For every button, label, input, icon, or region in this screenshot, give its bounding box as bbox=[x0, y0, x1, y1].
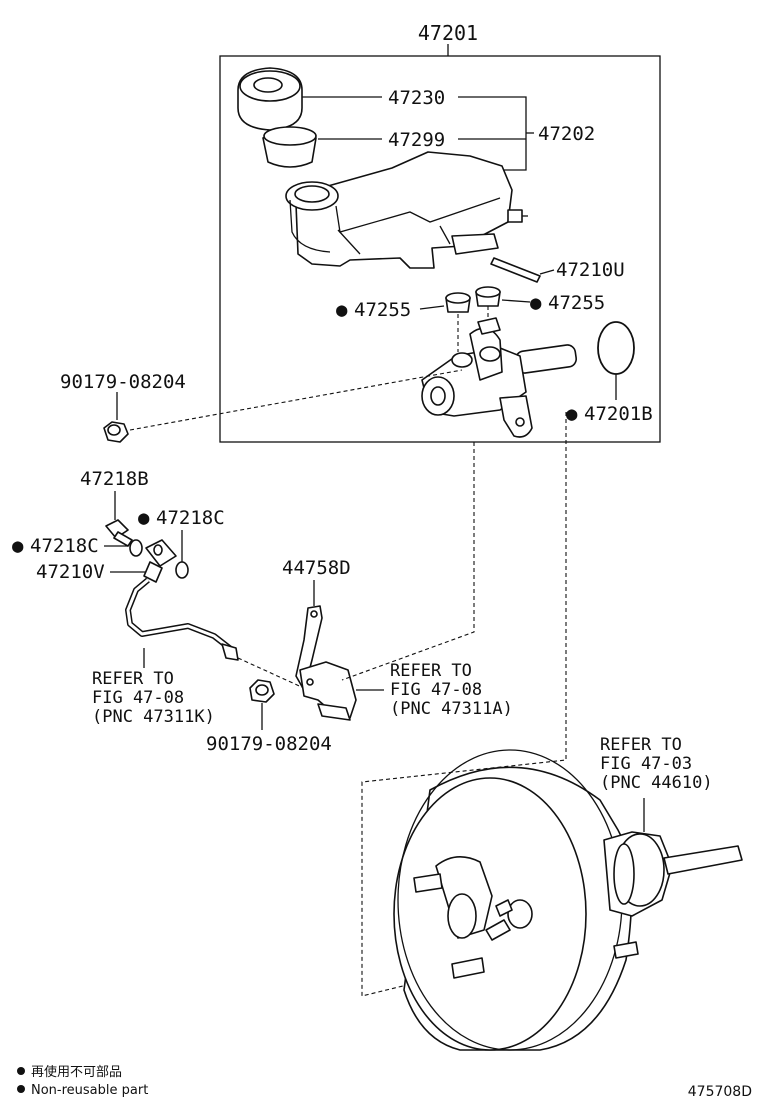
label-90179-bottom: 90179-08204 bbox=[206, 733, 332, 755]
ref-44610-line2: FIG 47-03 bbox=[600, 754, 692, 774]
nut-bottom-part bbox=[249, 679, 275, 703]
ref-47311K-line2: FIG 47-08 bbox=[92, 688, 184, 708]
ref-47311K-line3: (PNC 47311K) bbox=[92, 707, 215, 727]
grommet-right-part bbox=[475, 286, 501, 307]
label-47255-right: 47255 bbox=[548, 292, 605, 314]
reservoir-tank-part bbox=[285, 151, 528, 269]
figure-code: 475708D bbox=[688, 1084, 752, 1100]
legend-dot-en bbox=[17, 1085, 25, 1093]
union-bolt-part bbox=[105, 519, 133, 547]
legend-en: Non-reusable part bbox=[31, 1083, 148, 1098]
label-47210U: 47210U bbox=[556, 259, 625, 281]
label-90179-top: 90179-08204 bbox=[60, 371, 186, 393]
non-reusable-mark-47201B: ● bbox=[566, 403, 578, 425]
label-47299: 47299 bbox=[388, 129, 445, 151]
legend-jp: 再使用不可部品 bbox=[31, 1064, 122, 1080]
label-47218C-right: 47218C bbox=[156, 507, 225, 529]
label-47201B: 47201B bbox=[584, 403, 653, 425]
ref-47311K-line1: REFER TO bbox=[92, 669, 174, 689]
legend-dot-jp bbox=[17, 1067, 25, 1075]
label-44758D: 44758D bbox=[282, 557, 351, 579]
label-47202: 47202 bbox=[538, 123, 595, 145]
ref-44610-line1: REFER TO bbox=[600, 735, 682, 755]
label-47201: 47201 bbox=[418, 21, 478, 45]
assembly-box-47201 bbox=[219, 55, 661, 443]
ref-47311A-line1: REFER TO bbox=[390, 661, 472, 681]
label-47230: 47230 bbox=[388, 87, 445, 109]
gasket-right-part bbox=[175, 561, 189, 579]
o-ring-part bbox=[597, 321, 635, 375]
grommet-left-part bbox=[445, 292, 471, 313]
strainer-part bbox=[262, 126, 317, 168]
union-fitting-part bbox=[143, 539, 177, 583]
brake-tube-part bbox=[125, 577, 239, 661]
gasket-left-part bbox=[129, 539, 143, 557]
non-reusable-mark-47255-right: ● bbox=[530, 292, 542, 314]
non-reusable-mark-47218C-left: ● bbox=[12, 535, 24, 557]
brake-booster-part bbox=[393, 749, 743, 1051]
ref-47311A-line2: FIG 47-08 bbox=[390, 680, 482, 700]
master-cylinder-part bbox=[421, 306, 578, 438]
label-47218C-left: 47218C bbox=[30, 535, 99, 557]
ref-44610-line3: (PNC 44610) bbox=[600, 773, 713, 793]
label-47255-left: 47255 bbox=[354, 299, 411, 321]
ref-47311A-line3: (PNC 47311A) bbox=[390, 699, 513, 719]
nut-top-part bbox=[103, 421, 129, 443]
bracket-part bbox=[295, 605, 357, 721]
reservoir-cap-part bbox=[237, 67, 303, 131]
label-47218B: 47218B bbox=[80, 468, 149, 490]
non-reusable-mark-47255-left: ● bbox=[336, 299, 348, 321]
non-reusable-mark-47218C-right: ● bbox=[138, 507, 150, 529]
pin-47210U-part bbox=[490, 257, 541, 283]
label-47210V: 47210V bbox=[36, 561, 105, 583]
